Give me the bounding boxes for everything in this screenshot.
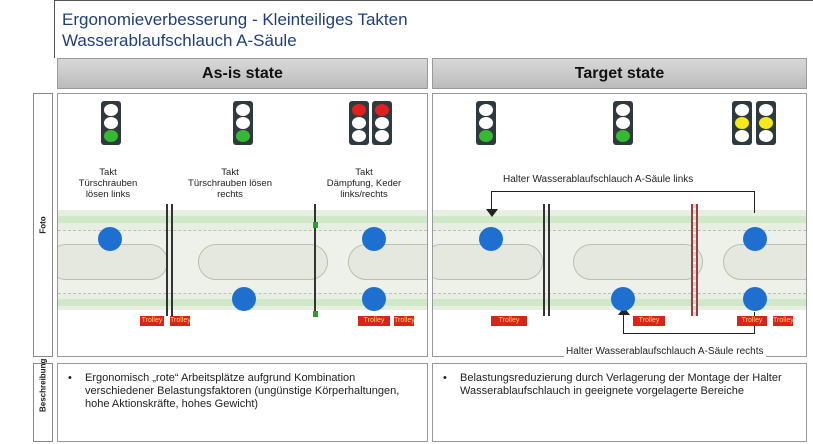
title-line-1: Ergonomieverbesserung - Kleinteiliges Ta… — [62, 10, 408, 29]
trolley-marker: Trolley — [358, 316, 390, 326]
header-frame-left — [54, 0, 55, 58]
header-frame-top — [54, 0, 813, 1]
arrow-bottom-label: Halter Wasserablaufschlauch A-Säule rech… — [564, 346, 766, 357]
lamp — [759, 130, 773, 142]
lamp — [735, 117, 749, 129]
lamp — [352, 104, 366, 116]
lamp — [759, 117, 773, 129]
station-label-line: Dämpfung, Keder — [326, 178, 402, 189]
traffic-light-icon — [372, 101, 392, 145]
rail-beschreibung: Beschreibung — [33, 358, 53, 442]
lamp — [236, 104, 250, 116]
lamp — [375, 117, 389, 129]
trolley-marker: Trolley — [170, 316, 191, 326]
worker-position-dot — [98, 227, 122, 251]
arrow-top-label: Halter Wasserablaufschlauch A-Säule link… — [503, 174, 694, 185]
title-line-2: Wasserablaufschlauch A-Säule — [62, 31, 297, 50]
lamp — [616, 130, 630, 142]
car-body — [573, 244, 703, 280]
rail-foto: Foto — [33, 93, 53, 357]
station-label-line: Türschrauben — [78, 178, 138, 189]
car-body — [198, 244, 328, 280]
worker-position-dot — [362, 227, 386, 251]
station-label-line: rechts — [217, 189, 243, 200]
lamp — [735, 130, 749, 142]
worker-position-dot — [479, 227, 503, 251]
lamp — [759, 104, 773, 116]
arrow-head-up-icon — [618, 307, 630, 315]
trolley-marker: Trolley — [773, 316, 794, 326]
trolley-marker: Trolley — [394, 316, 415, 326]
conveyor-edge-top — [433, 216, 806, 223]
traffic-light-icon — [233, 101, 253, 145]
lamp — [104, 104, 118, 116]
page-title: Ergonomieverbesserung - Kleinteiliges Ta… — [62, 9, 408, 51]
green-marker — [313, 311, 318, 317]
as-is-description: Ergonomisch „rote“ Arbeitsplätze aufgrun… — [57, 363, 428, 442]
lamp — [735, 104, 749, 116]
arrow-head-down-icon — [486, 209, 498, 217]
station-divider — [166, 204, 173, 316]
lamp — [479, 104, 493, 116]
worker-position-dot — [611, 287, 635, 311]
station-divider — [691, 204, 698, 316]
lamp — [236, 117, 250, 129]
car-body — [723, 244, 806, 280]
traffic-light-icon — [732, 101, 752, 145]
trolley-marker: Trolley — [140, 316, 164, 326]
lamp — [616, 104, 630, 116]
trolley-marker: Trolley — [491, 316, 527, 326]
station-label-line: Takt — [355, 167, 373, 178]
worker-position-dot — [232, 287, 256, 311]
traffic-light-icon — [613, 101, 633, 145]
lamp — [104, 130, 118, 142]
trolley-marker: Trolley — [737, 316, 767, 326]
lamp — [375, 130, 389, 142]
green-marker — [313, 222, 318, 228]
lamp — [236, 130, 250, 142]
conveyor-edge-top — [58, 216, 427, 223]
worker-position-dot — [362, 287, 386, 311]
station-label-line: lösen links — [85, 189, 131, 200]
target-description: Belastungsreduzierung durch Verlagerung … — [432, 363, 807, 442]
worker-position-dot — [743, 227, 767, 251]
station-label-line: Takt — [99, 167, 117, 178]
traffic-light-icon — [476, 101, 496, 145]
traffic-light-icon — [349, 101, 369, 145]
as-is-header: As-is state — [57, 58, 428, 89]
station-divider — [314, 204, 316, 316]
lamp — [616, 117, 630, 129]
station-label-line: Takt — [221, 167, 239, 178]
target-description-text: Belastungsreduzierung durch Verlagerung … — [441, 372, 798, 398]
station-label-line: Türschrauben lösen — [188, 178, 272, 189]
arrow-links — [491, 191, 755, 213]
station-divider — [543, 204, 550, 316]
lamp — [479, 130, 493, 142]
lamp — [375, 104, 389, 116]
lamp — [352, 117, 366, 129]
traffic-light-icon — [756, 101, 776, 145]
lamp — [352, 130, 366, 142]
as-is-photo-panel: Trolley Trolley Trolley Trolley — [57, 93, 428, 357]
trolley-marker: Trolley — [633, 316, 665, 326]
rail-foto-label: Foto — [38, 216, 48, 234]
station-label-line: links/rechts — [340, 189, 388, 200]
car-body — [348, 244, 427, 280]
rail-beschreibung-label: Beschreibung — [38, 358, 48, 412]
target-photo-panel: Trolley Trolley Trolley Trolley — [432, 93, 807, 357]
traffic-light-icon — [101, 101, 121, 145]
target-header: Target state — [432, 58, 807, 89]
as-is-description-text: Ergonomisch „rote“ Arbeitsplätze aufgrun… — [66, 372, 419, 411]
lamp — [104, 117, 118, 129]
worker-position-dot — [743, 287, 767, 311]
lamp — [479, 117, 493, 129]
